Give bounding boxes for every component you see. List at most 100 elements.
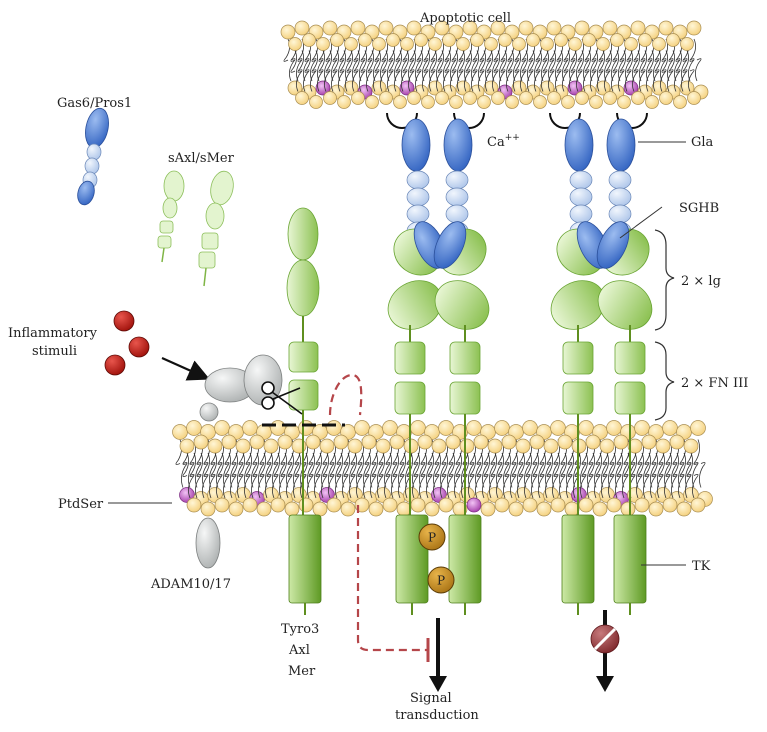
apoptotic-cell-label: Apoptotic cell (419, 11, 511, 26)
signal-arrow (429, 618, 447, 692)
lipid-head (606, 497, 622, 513)
ptdser-head (315, 80, 331, 96)
lipid-head (512, 37, 526, 51)
lipid-head (515, 438, 531, 454)
lipid-head (662, 420, 678, 436)
lipid-head (561, 95, 575, 109)
lipid-head (378, 20, 394, 36)
lipid-head (641, 434, 657, 450)
lipid-head (540, 37, 554, 51)
lipid-head (350, 20, 366, 36)
lipid-head (431, 438, 447, 454)
domain-brackets (654, 229, 675, 421)
lipid-head (438, 420, 454, 436)
lipid-head (302, 33, 316, 47)
egf-domain (608, 204, 632, 224)
scissors-icon (261, 381, 303, 415)
lipid-head (676, 501, 692, 517)
free-gas6-ligand (77, 107, 109, 206)
lipid-head (631, 91, 645, 105)
lipid-head (652, 37, 666, 51)
inflammatory-stimuli (104, 310, 211, 381)
lipid-head (382, 497, 398, 513)
lipid-head (519, 91, 533, 105)
lipid-head (634, 420, 650, 436)
lipid-head (280, 24, 296, 40)
lipid-head (491, 91, 505, 105)
lipid-head (340, 501, 356, 517)
fn3-domain (562, 381, 594, 415)
lipid-head (438, 497, 454, 513)
lipid-head (651, 80, 667, 96)
lipid-head (382, 420, 398, 436)
lipid-head (200, 501, 216, 517)
lipid-head (389, 434, 405, 450)
lipid-head (375, 438, 391, 454)
lipid-head (434, 20, 450, 36)
egf-domain (406, 204, 430, 224)
lipid-head (596, 37, 610, 51)
lipid-head (228, 501, 244, 517)
lipid-head (627, 438, 643, 454)
lipid-head (400, 37, 414, 51)
lipid-head (256, 501, 272, 517)
lipid-head (518, 20, 534, 36)
lipid-tails (290, 50, 695, 92)
ptdser-head (466, 497, 482, 513)
lipid-head (214, 420, 230, 436)
lipid-head (456, 37, 470, 51)
lipid-head (277, 434, 293, 450)
lipid-head (186, 497, 202, 513)
receptor-axl-label: Axl (288, 643, 310, 658)
lipid-head (501, 434, 517, 450)
phospho-label: P (428, 531, 436, 545)
lipid-head (249, 434, 265, 450)
gas6-pros1-label: Gas6/Pros1 (57, 96, 132, 111)
lipid-head (462, 20, 478, 36)
ptdser-head (399, 80, 415, 96)
lipid-head (490, 20, 506, 36)
lipid-head (483, 80, 499, 96)
lipid-head (386, 33, 400, 47)
lipid-head (319, 438, 335, 454)
fn3-domain (614, 381, 646, 415)
lipid-head (645, 95, 659, 109)
lipid-head (442, 33, 456, 47)
lipid-head (312, 501, 328, 517)
ptdser-label: PtdSer (58, 497, 104, 512)
lipid-head (410, 420, 426, 436)
lipid-head (337, 95, 351, 109)
egf-domain (445, 204, 469, 224)
egf-domain (569, 187, 593, 207)
tk-domain (613, 514, 647, 604)
lipid-head (547, 91, 561, 105)
lipid-head (669, 434, 685, 450)
lipid-head (592, 501, 608, 517)
adam-label: ADAM10/17 (150, 577, 231, 592)
ig-label: 2 × lg (681, 274, 721, 289)
adam-protease (195, 354, 345, 569)
lipid-head (511, 80, 527, 96)
lipid-head (333, 434, 349, 450)
lipid-head (235, 438, 251, 454)
lipid-head (466, 420, 482, 436)
lipid-head (574, 20, 590, 36)
gla-domain (443, 118, 473, 172)
lipid-head (582, 33, 596, 47)
lipid-head (568, 37, 582, 51)
lipid-head (554, 33, 568, 47)
fn3-domain (614, 341, 646, 375)
lipid-head (221, 434, 237, 450)
lipid-head (522, 497, 538, 513)
lipid-head (361, 434, 377, 450)
lipid-head (330, 33, 344, 47)
lipid-head (298, 497, 314, 513)
lipid-head (284, 501, 300, 517)
lipid-head (186, 420, 202, 436)
lipid-head (298, 420, 314, 436)
lipid-head (595, 80, 611, 96)
lipid-head (624, 37, 638, 51)
lipid-head (393, 95, 407, 109)
soluble-receptor-small (157, 170, 185, 263)
